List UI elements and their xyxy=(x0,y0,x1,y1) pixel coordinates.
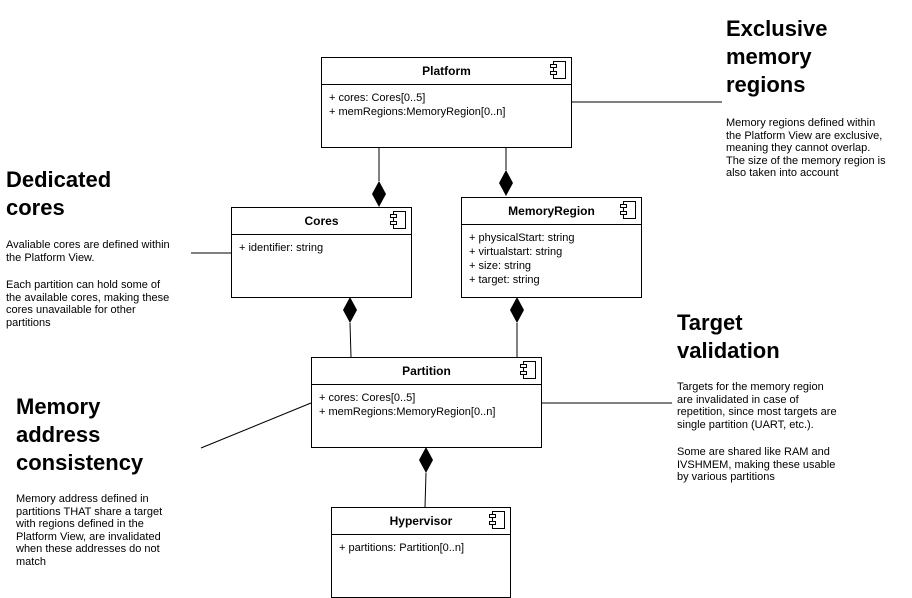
partition-class[interactable]: Partition + cores: Cores[0..5] + memRegi… xyxy=(311,357,542,448)
composition-line-partition-hypervisor xyxy=(424,472,427,508)
note-title-line: Memory xyxy=(16,394,101,419)
attribute: + partitions: Partition[0..n] xyxy=(339,542,465,554)
hypervisor-class-name: Hypervisor xyxy=(389,514,453,528)
composition-diamond-cores-partition xyxy=(343,297,357,323)
component-icon xyxy=(390,211,406,229)
platform-class[interactable]: Platform + cores: Cores[0..5] + memRegio… xyxy=(321,57,572,148)
partition-class-header: Partition xyxy=(312,358,541,385)
composition-line-cores-partition xyxy=(349,322,352,358)
composition-diamond-platform-memoryregion xyxy=(499,170,513,196)
attribute: + cores: Cores[0..5] xyxy=(329,92,426,104)
note-title-line: consistency xyxy=(16,450,144,475)
attribute: + size: string xyxy=(469,260,532,272)
note-text-line: partitions THAT share a target xyxy=(16,505,163,518)
platform-class-header: Platform xyxy=(322,58,571,85)
note-title-target-validation: Target validation xyxy=(677,309,780,365)
note-text-dedicated-cores: Avaliable cores are defined within the P… xyxy=(6,239,191,329)
note-title-line: cores xyxy=(6,195,65,220)
cores-attributes: + identifier: string xyxy=(232,235,411,255)
platform-class-name: Platform xyxy=(422,64,471,78)
note-text-line: with regions defined in the xyxy=(16,518,144,530)
note-title-dedicated-cores: Dedicated cores xyxy=(6,166,111,222)
composition-diamond-partition-hypervisor xyxy=(419,447,433,473)
partition-class-name: Partition xyxy=(402,364,451,378)
note-text-line: are invalidated in case of xyxy=(677,393,799,406)
note-title-memory-address-consistency: Memory address consistency xyxy=(16,393,143,477)
cores-class-name: Cores xyxy=(304,214,339,228)
note-text-line: The size of the memory region is xyxy=(726,154,886,167)
attribute: + physicalStart: string xyxy=(469,232,575,244)
hypervisor-class[interactable]: Hypervisor + partitions: Partition[0..n] xyxy=(331,507,511,598)
cores-class[interactable]: Cores + identifier: string xyxy=(231,207,412,298)
note-text-line: the Platform View are exclusive, xyxy=(726,129,883,142)
note-text-line: when these addresses do not xyxy=(16,543,160,555)
note-title-line: Exclusive xyxy=(726,16,828,41)
note-title-line: validation xyxy=(677,338,780,363)
cores-class-header: Cores xyxy=(232,208,411,235)
note-title-line: Target xyxy=(677,310,743,335)
note-text-line: Targets for the memory region xyxy=(677,381,824,393)
component-icon xyxy=(520,361,536,379)
attribute: + memRegions:MemoryRegion[0..n] xyxy=(319,406,496,418)
note-text-line: the available cores, making these xyxy=(6,291,170,304)
note-text-line: IVSHMEM, making these usable xyxy=(677,458,836,471)
note-text-line: Memory address defined in xyxy=(16,493,149,505)
attribute: + identifier: string xyxy=(239,242,324,254)
component-icon xyxy=(489,511,505,529)
hypervisor-attributes: + partitions: Partition[0..n] xyxy=(332,535,510,555)
note-title-exclusive-memory-regions: Exclusive memory regions xyxy=(726,15,828,99)
composition-diamond-memoryregion-partition xyxy=(510,297,524,323)
note-text-line: partitions xyxy=(6,316,51,329)
attribute: + memRegions:MemoryRegion[0..n] xyxy=(329,106,506,118)
note-title-line: Dedicated xyxy=(6,167,112,192)
composition-diamond-platform-cores xyxy=(372,181,386,207)
note-text-line: Each partition can hold some of xyxy=(6,279,161,291)
note-text-memory-address-consistency: Memory address defined in partitions THA… xyxy=(16,493,196,568)
attribute: + target: string xyxy=(469,274,540,286)
note-text-target-validation: Targets for the memory region are invali… xyxy=(677,381,867,484)
note-text-line: Avaliable cores are defined within xyxy=(6,239,170,251)
note-text-line: cores unavailable for other xyxy=(6,304,136,316)
memoryregion-class-header: MemoryRegion xyxy=(462,198,641,225)
note-text-line: meaning they cannot overlap. xyxy=(726,142,871,154)
memoryregion-class[interactable]: MemoryRegion + physicalStart: string + v… xyxy=(461,197,642,298)
memoryregion-class-name: MemoryRegion xyxy=(508,204,595,218)
note-title-line: address xyxy=(16,422,101,447)
component-icon xyxy=(620,201,636,219)
note-text-line: Memory regions defined within xyxy=(726,117,876,129)
partition-attributes: + cores: Cores[0..5] + memRegions:Memory… xyxy=(312,385,541,419)
note-text-line: single partition (UART, etc.). xyxy=(677,418,814,431)
note-text-line: repetition, since most targets are xyxy=(677,406,837,418)
note-text-line xyxy=(677,431,867,446)
note-text-line: the Platform View. xyxy=(6,251,95,264)
note-text-exclusive-memory-regions: Memory regions defined within the Platfo… xyxy=(726,117,910,180)
component-icon xyxy=(550,61,566,79)
note-text-line: by various partitions xyxy=(677,471,775,483)
note-connector-memory-address xyxy=(200,402,312,449)
attribute: + cores: Cores[0..5] xyxy=(319,392,416,404)
note-text-line xyxy=(6,264,191,279)
note-text-line: Platform View, are invalidated xyxy=(16,530,161,543)
attribute: + virtualstart: string xyxy=(469,246,563,258)
note-text-line: Some are shared like RAM and xyxy=(677,446,830,458)
note-text-line: match xyxy=(16,555,46,568)
platform-attributes: + cores: Cores[0..5] + memRegions:Memory… xyxy=(322,85,571,119)
note-title-line: memory xyxy=(726,44,812,69)
hypervisor-class-header: Hypervisor xyxy=(332,508,510,535)
note-title-line: regions xyxy=(726,72,806,97)
note-text-line: also taken into account xyxy=(726,167,839,179)
memoryregion-attributes: + physicalStart: string + virtualstart: … xyxy=(462,225,641,287)
